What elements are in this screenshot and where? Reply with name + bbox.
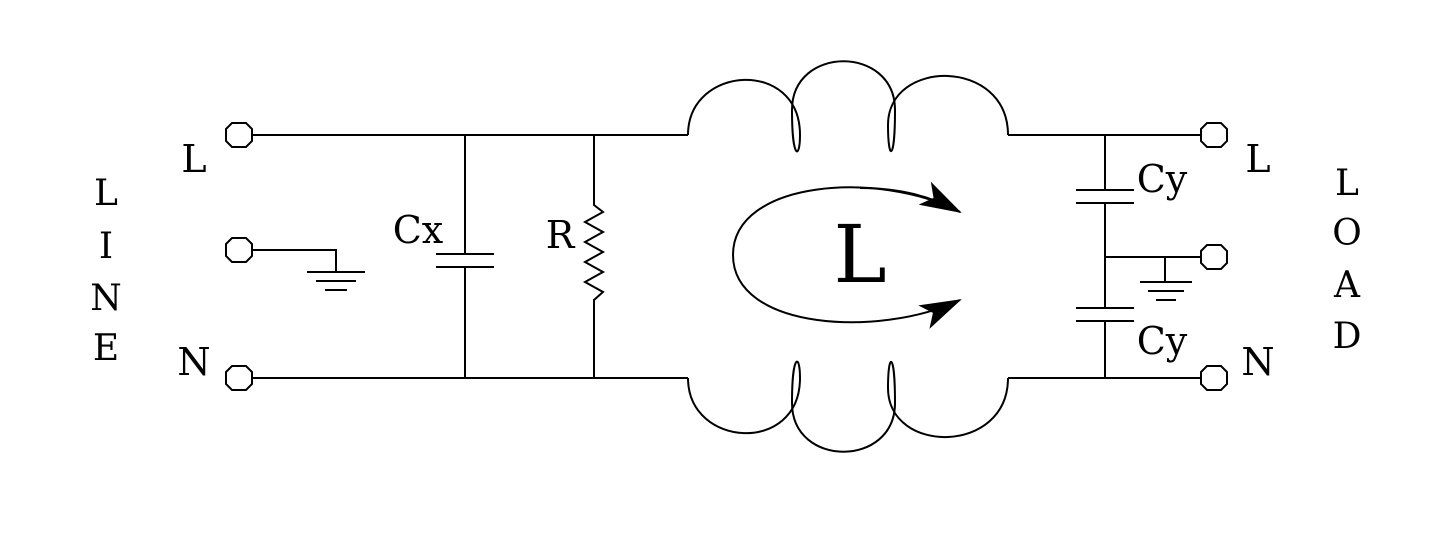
input-n-label: N	[177, 340, 210, 384]
load-letter-3: A	[1333, 265, 1361, 306]
cy-top-label: Cy	[1137, 157, 1188, 201]
inductor-label: L	[833, 208, 886, 301]
output-n-label: N	[1241, 340, 1274, 384]
cy-bottom-label: Cy	[1137, 319, 1188, 363]
flux-arrow-top	[859, 181, 962, 213]
terminal-output-n	[1200, 365, 1228, 391]
capacitor-cy-bottom	[1076, 307, 1134, 378]
magnetic-flux-loop	[731, 181, 962, 329]
wires	[252, 134, 1201, 379]
line-letter-3: N	[90, 278, 122, 319]
terminal-input-ground	[225, 237, 253, 263]
line-letter-4: E	[93, 328, 119, 369]
ground-symbol-input	[252, 249, 365, 291]
line-side-label: L I N E	[90, 173, 122, 369]
cx-label: Cx	[393, 208, 444, 252]
resistor-r	[582, 135, 606, 378]
inductor-winding-bottom	[687, 360, 1009, 453]
inductor-winding-top	[687, 60, 1009, 153]
input-l-label: L	[181, 137, 206, 181]
r-label: R	[546, 213, 576, 257]
terminals	[225, 122, 1228, 391]
load-letter-2: O	[1332, 213, 1362, 254]
line-letter-1: L	[94, 173, 118, 214]
output-l-label: L	[1245, 137, 1270, 181]
ground-symbol-output	[1105, 256, 1201, 301]
terminal-output-l	[1200, 122, 1228, 148]
load-letter-1: L	[1335, 163, 1359, 204]
line-letter-2: I	[99, 226, 113, 267]
terminal-output-ground	[1200, 244, 1228, 270]
capacitor-cx	[436, 135, 494, 378]
load-side-label: L O A D	[1332, 163, 1362, 357]
capacitor-cy-top	[1076, 135, 1134, 308]
terminal-input-l	[225, 122, 253, 148]
terminal-input-n	[225, 365, 253, 391]
load-letter-4: D	[1333, 316, 1362, 357]
